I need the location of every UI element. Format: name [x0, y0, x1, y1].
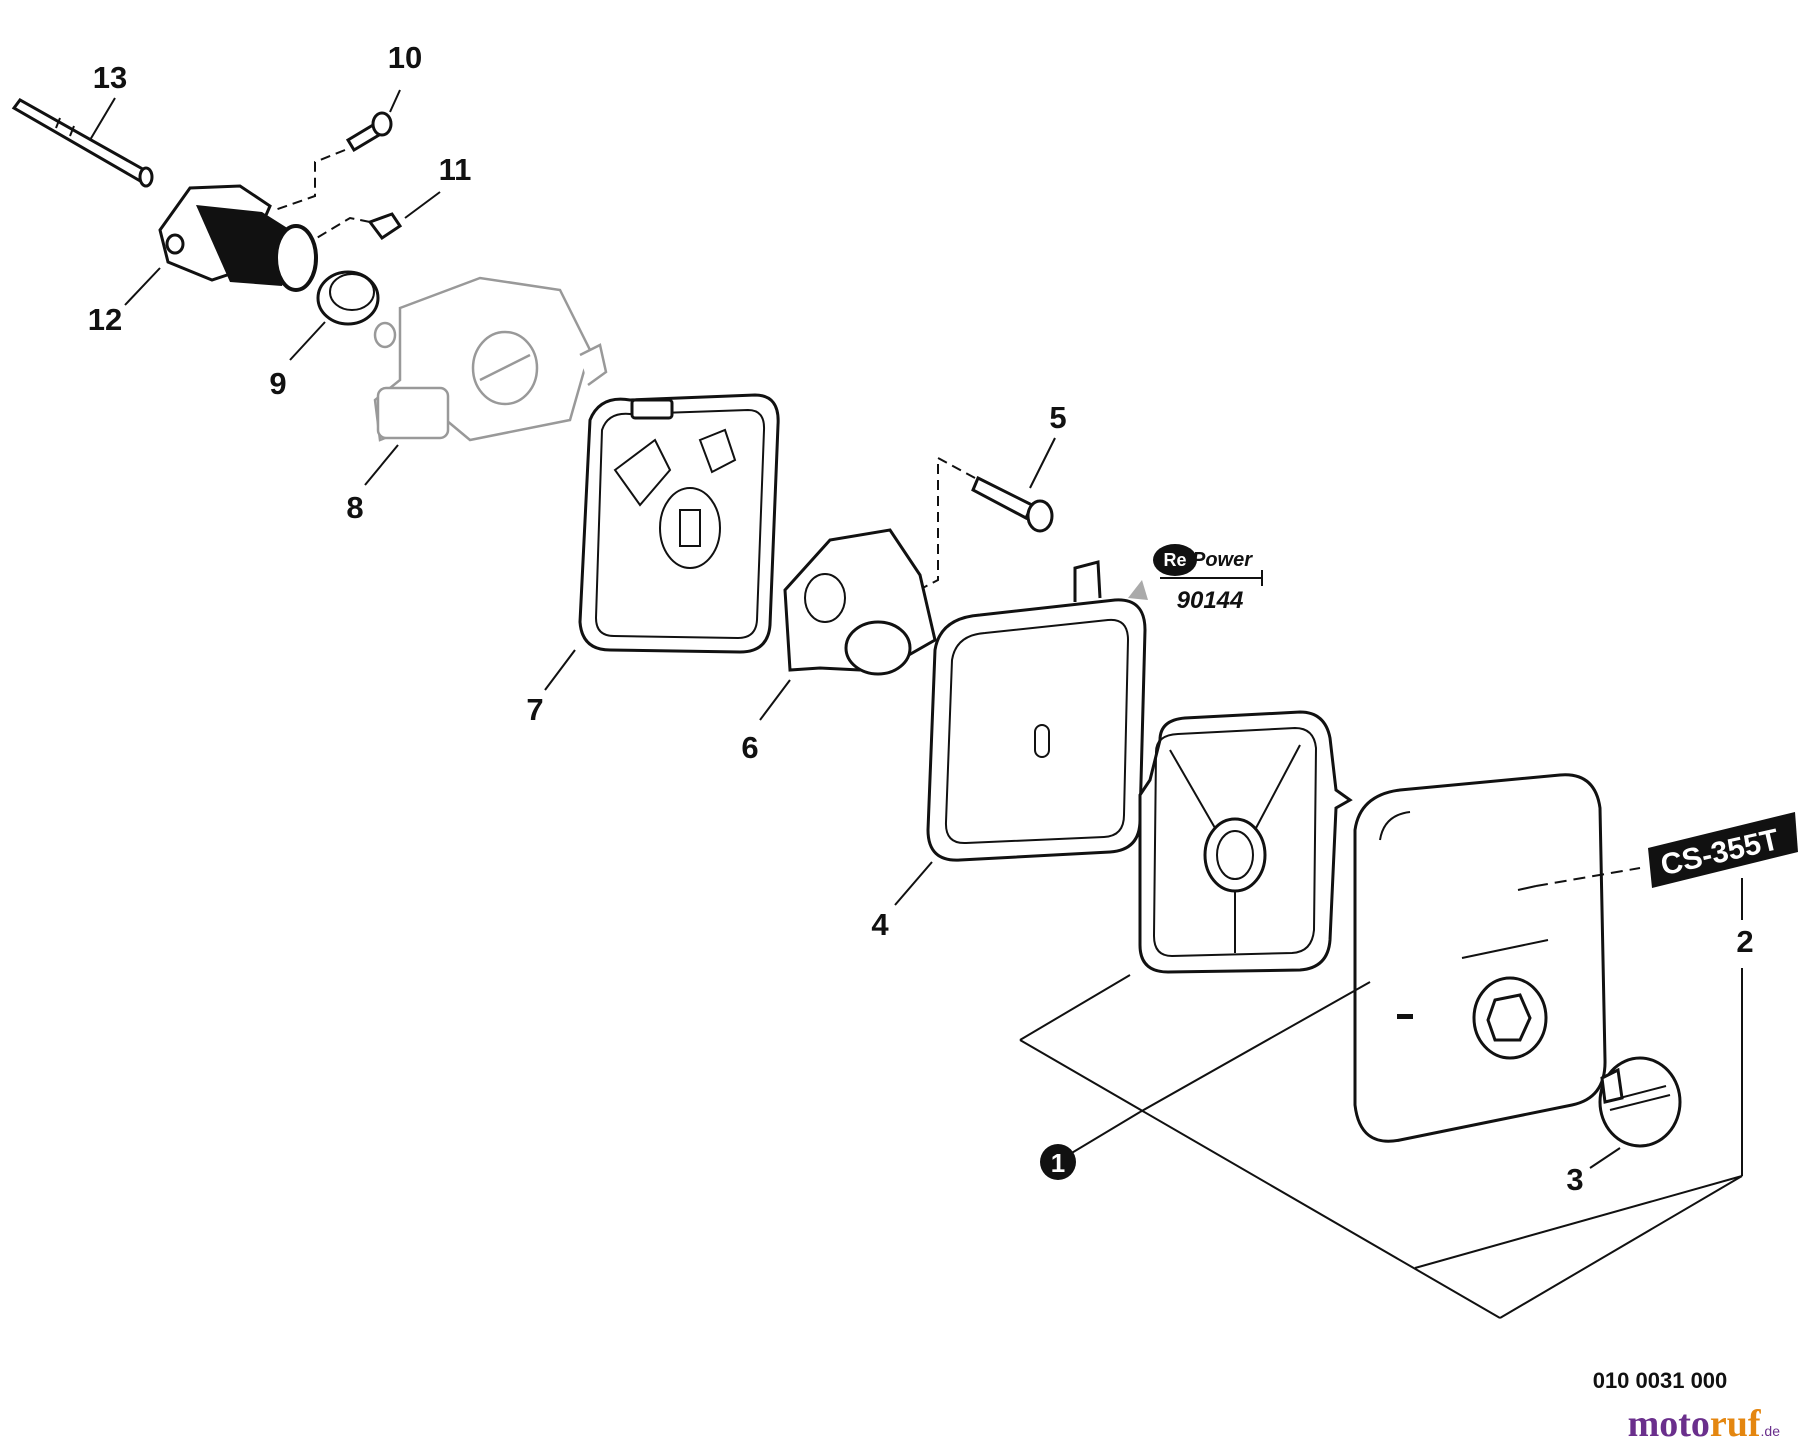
- callout-8: 8: [346, 490, 363, 525]
- repower-logo: Re Power 90144: [1128, 544, 1263, 614]
- callout-6: 6: [741, 730, 758, 765]
- motoruf-watermark: motoruf.de: [1628, 1403, 1781, 1444]
- part-11-clip: [367, 212, 403, 241]
- assembly-bracket: [1019, 968, 1743, 1319]
- leader-4: [894, 861, 933, 906]
- part-2-decal: CS-355T: [1648, 812, 1798, 888]
- callout-11: 11: [439, 152, 472, 187]
- leader-5: [1029, 437, 1056, 489]
- part-4-gasket: [926, 560, 1147, 862]
- dashed-link-10: [274, 149, 346, 211]
- leader-10: [389, 89, 401, 113]
- repower-prefix: Re: [1163, 550, 1186, 570]
- callout-12: 12: [88, 302, 122, 337]
- repower-code: 90144: [1177, 587, 1244, 614]
- leader-3: [1589, 1147, 1621, 1169]
- part-12-manifold: [158, 184, 318, 292]
- leader-8: [364, 444, 399, 486]
- part-9-ring: [316, 270, 380, 326]
- leader-7: [544, 649, 576, 691]
- part-6-bracket: [783, 528, 937, 676]
- watermark-main: moto: [1628, 1403, 1710, 1444]
- part-5-bolt: [971, 475, 1054, 533]
- part-10-screw: [345, 111, 393, 153]
- leader-1: [1059, 1111, 1141, 1161]
- repower-word: Power: [1192, 549, 1253, 571]
- part-13-tube: [11, 98, 154, 188]
- part-cover: [1353, 773, 1641, 1143]
- leader-9: [289, 321, 326, 361]
- callout-1-badge: [1040, 1144, 1076, 1180]
- leader-6: [759, 679, 791, 721]
- part-7-air-cleaner-case: [578, 393, 780, 654]
- callout-13: 13: [93, 60, 127, 95]
- part-3-knob: [1598, 1056, 1682, 1148]
- dashed-link-5: [914, 456, 976, 593]
- callout-1: 1: [1051, 1148, 1065, 1178]
- callout-5: 5: [1049, 400, 1066, 435]
- doc-number: 010 0031 000: [1593, 1368, 1728, 1393]
- leader-12: [124, 267, 161, 306]
- callout-9: 9: [269, 366, 286, 401]
- watermark-suffix: .de: [1761, 1423, 1781, 1439]
- callout-7: 7: [526, 692, 543, 727]
- svg-text:motoruf.de: motoruf.de: [1628, 1403, 1781, 1444]
- callout-4: 4: [871, 907, 889, 942]
- callout-10: 10: [388, 40, 422, 75]
- part-filter-element: [1138, 710, 1353, 974]
- leader-13: [89, 97, 116, 141]
- part-8-carburetor: [373, 276, 608, 442]
- leader-11: [404, 191, 441, 219]
- callout-2: 2: [1736, 924, 1753, 959]
- watermark-accent: ruf: [1710, 1403, 1762, 1444]
- dashed-link-11: [299, 216, 371, 249]
- callout-3: 3: [1566, 1162, 1583, 1197]
